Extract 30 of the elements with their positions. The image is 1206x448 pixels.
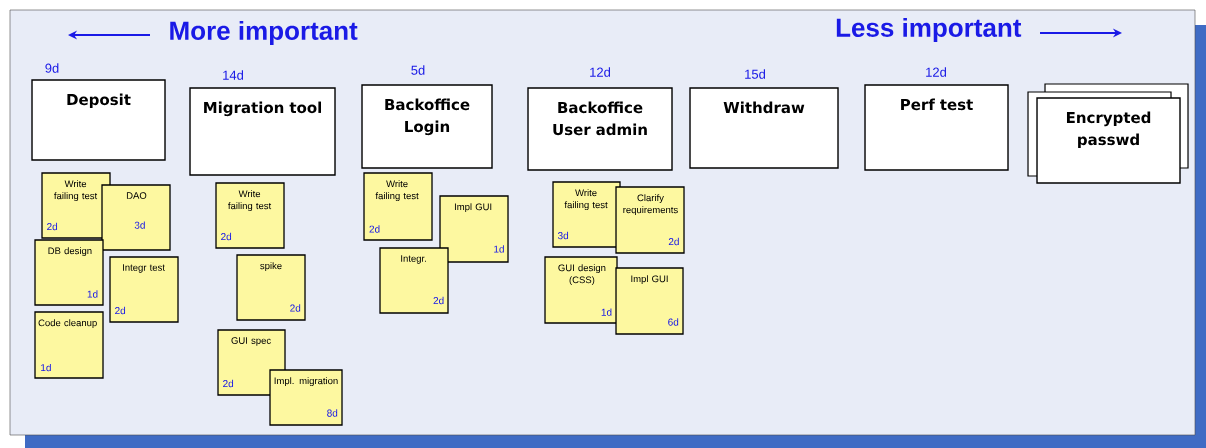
duration-label: 5d bbox=[411, 65, 425, 75]
duration-label: 12d bbox=[926, 67, 946, 77]
sticky-note: Write failing test 2d bbox=[41, 172, 111, 239]
sticky-note: Code cleanup 1d bbox=[34, 311, 104, 379]
heading: More important bbox=[170, 20, 358, 46]
sticky-note: Write failing test 3d bbox=[552, 181, 621, 248]
duration-label: 9d bbox=[45, 63, 59, 73]
duration-label: 12d bbox=[590, 67, 610, 77]
sticky-note: GUI design (CSS) 1d bbox=[544, 256, 618, 324]
story-card: Encrypted passwd bbox=[1027, 83, 1189, 184]
sticky-note: Integr test 2d bbox=[109, 256, 179, 323]
duration-label: 15d bbox=[745, 69, 765, 79]
story-card: Deposit bbox=[31, 79, 166, 161]
sticky-note: DAO 3d bbox=[101, 184, 171, 251]
sticky-note: Impl. migration 8d bbox=[269, 369, 343, 426]
sticky-note: Impl GUI 6d bbox=[615, 267, 684, 335]
story-card: Migration tool bbox=[189, 87, 336, 176]
story-card: Backoffice User admin bbox=[527, 87, 673, 171]
duration-label: 14d bbox=[223, 70, 243, 80]
sticky-note: Write failing test 2d bbox=[363, 172, 433, 241]
story-card: Perf test bbox=[864, 84, 1009, 171]
story-card: Withdraw bbox=[689, 87, 839, 169]
story-card: Backoffice Login bbox=[361, 84, 493, 169]
sticky-note: Integr. 2d bbox=[379, 247, 449, 314]
sticky-note: Impl GUI 1d bbox=[439, 195, 509, 263]
sticky-note: Write failing test 2d bbox=[215, 182, 285, 249]
sticky-note: DB design 1d bbox=[34, 239, 104, 306]
sticky-note: Clarify requirements 2d bbox=[615, 186, 685, 254]
sticky-note: spike 2d bbox=[236, 254, 306, 321]
heading: Less important bbox=[836, 17, 1022, 43]
